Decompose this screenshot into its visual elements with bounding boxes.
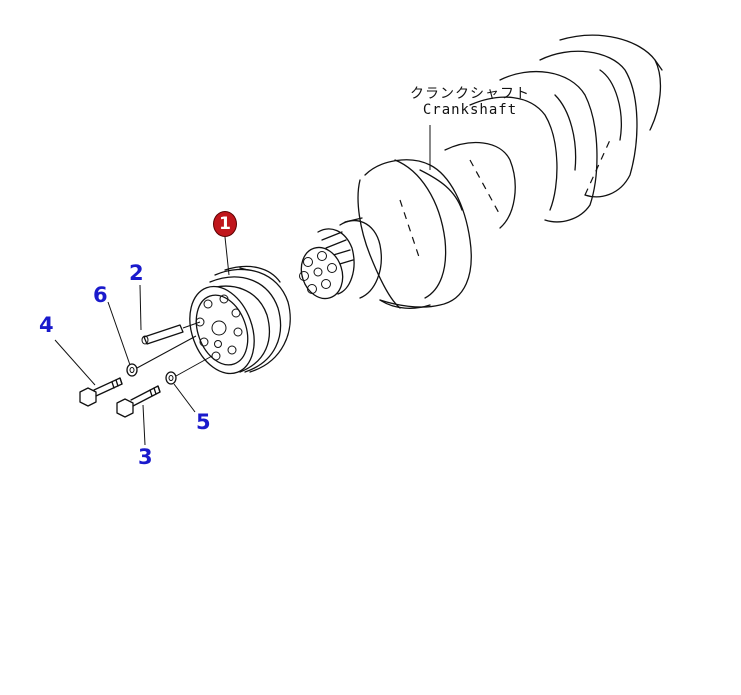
bolt-4-drawing (54, 339, 123, 407)
crankshaft-caption-japanese: クランクシャフト (410, 86, 530, 102)
pulley-drawing (189, 236, 291, 375)
dowel-pin-drawing (139, 284, 201, 345)
callout-3-bolt[interactable]: 3 (138, 445, 153, 469)
crankshaft-drawing (299, 34, 663, 309)
callout-6-washer[interactable]: 6 (93, 283, 108, 307)
callout-2-pin[interactable]: 2 (129, 261, 144, 285)
callout-1-pulley[interactable]: 1 (213, 211, 237, 237)
washer-5-drawing (165, 355, 213, 413)
washer-6-drawing (107, 301, 197, 377)
crankshaft-caption-english: Crankshaft (422, 102, 518, 119)
bolt-3-drawing (116, 385, 161, 446)
callout-4-bolt[interactable]: 4 (39, 313, 54, 337)
callout-5-washer[interactable]: 5 (196, 410, 211, 434)
crankshaft-caption: クランクシャフト Crankshaft (410, 86, 530, 118)
